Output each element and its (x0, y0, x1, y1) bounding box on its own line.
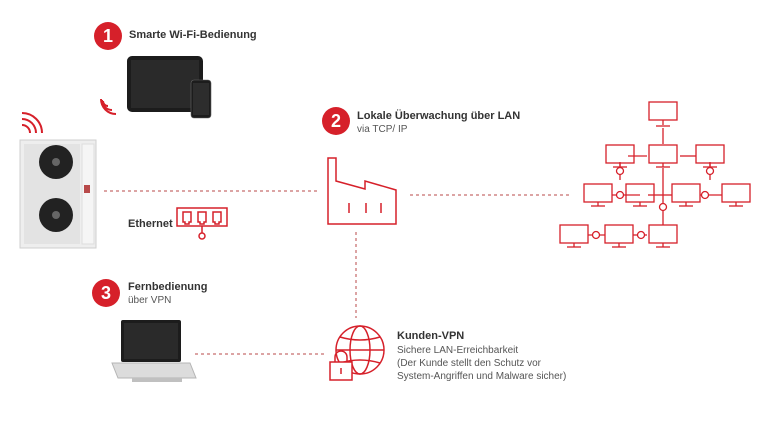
network-monitor-icon (671, 183, 701, 207)
network-monitor-icon (648, 101, 678, 127)
ethernet-label: Ethernet (128, 218, 173, 230)
network-monitor-icon (648, 224, 678, 248)
connection-lines (104, 190, 572, 355)
step-1-badge: 1 (94, 22, 122, 50)
heat-pump-unit (19, 112, 97, 249)
network-monitor-icon (559, 224, 589, 248)
network-monitor-icon (625, 183, 655, 207)
lan-network (559, 101, 751, 248)
factory-icon (327, 157, 397, 225)
vpn-title: Kunden-VPN (397, 330, 465, 342)
network-monitor-icon (583, 183, 613, 207)
step-2-subtitle: via TCP/ IP (357, 124, 408, 135)
network-monitor-icon (695, 144, 725, 168)
network-monitor-icon (721, 183, 751, 207)
tablet-phone-device (100, 56, 212, 119)
vpn-globe-lock-icon (329, 325, 385, 381)
step-3-badge: 3 (92, 279, 120, 307)
network-monitor-icon (605, 144, 635, 168)
network-monitor-icon (604, 224, 634, 248)
step-2-badge: 2 (322, 107, 350, 135)
step-3-title: Fernbedienung (128, 281, 208, 293)
vpn-line-3: System-Angriffen und Malware sicher) (397, 371, 567, 382)
network-monitor-icon (648, 144, 678, 168)
laptop-device (111, 320, 197, 382)
step-2-title: Lokale Überwachung über LAN (357, 110, 521, 122)
vpn-line-1: Sichere LAN-Erreichbarkeit (397, 345, 519, 356)
vpn-line-2: (Der Kunde stellt den Schutz vor (397, 358, 541, 369)
ethernet-port-icon (176, 207, 228, 240)
step-3-subtitle: über VPN (128, 295, 172, 306)
step-1-title: Smarte Wi-Fi-Bedienung (129, 29, 257, 41)
